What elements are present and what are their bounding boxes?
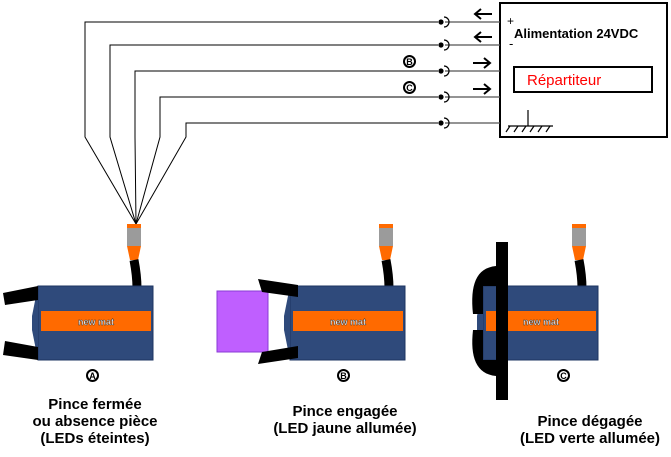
connector-top <box>572 224 586 228</box>
gripper-sensor-a: new mat <box>3 224 154 361</box>
arrow-left-head <box>473 8 482 20</box>
terminal-dot-2 <box>438 68 444 74</box>
wire-3 <box>135 96 438 225</box>
state-c-line-1: Pince dégagée <box>537 413 643 430</box>
sensor-band <box>293 311 403 331</box>
wire-1 <box>109 44 438 225</box>
arrow-left-head <box>473 31 482 43</box>
state-a-line-1: Pince fermée <box>48 396 142 413</box>
connector-body <box>127 228 141 246</box>
power-supply-title: Alimentation 24VDC <box>514 26 639 41</box>
distributor-label: Répartiteur <box>527 72 602 89</box>
state-marker-c: C <box>557 369 570 382</box>
connector-body <box>572 228 586 246</box>
gripper-sensor-c: new mat <box>472 224 599 400</box>
state-marker-b: B <box>337 369 350 382</box>
connector-top <box>379 224 393 228</box>
gripper-sensor-b: new mat <box>216 224 406 364</box>
arrow-right-head <box>483 57 492 69</box>
connector-nut <box>127 246 141 260</box>
jaw-lower <box>472 330 496 376</box>
plus-terminal-label: + <box>507 14 515 28</box>
brand-label: new mat <box>523 317 559 327</box>
wire-0 <box>84 21 438 225</box>
sensor-front <box>32 286 38 360</box>
state-a-caption: Pince fermée ou absence pièce (LEDs étei… <box>0 396 190 447</box>
terminal-socket-4 <box>443 117 450 129</box>
terminal-dot-3 <box>438 94 444 100</box>
sensor-front <box>284 286 290 360</box>
state-c-caption: Pince dégagée (LED verte allumée) <box>500 413 671 447</box>
terminal-socket-3 <box>443 91 450 103</box>
brand-label: new mat <box>78 317 114 327</box>
terminal-socket-1 <box>443 39 450 51</box>
minus-terminal-label: - <box>509 36 514 51</box>
wire-group <box>84 8 500 225</box>
jaw-lower <box>3 341 38 360</box>
terminal-socket-2 <box>443 65 450 77</box>
jaw-upper <box>3 286 38 305</box>
state-c-line-2: (LED verte allumée) <box>519 430 661 447</box>
connector-top <box>127 224 141 228</box>
connector-nut <box>379 246 393 260</box>
terminal-dot-1 <box>438 42 444 48</box>
state-marker-a: A <box>86 369 99 382</box>
wire-marker-b: B <box>403 55 416 68</box>
arrow-right-head <box>483 83 492 95</box>
ground-icon <box>505 110 553 133</box>
wire-2 <box>134 70 438 225</box>
wire-4 <box>135 122 438 225</box>
wire-marker-c: C <box>403 81 416 94</box>
terminal-socket-0 <box>443 16 450 28</box>
jaw-upper <box>258 279 298 297</box>
jaw-lower <box>258 346 298 364</box>
connector-body <box>379 228 393 246</box>
state-a-line-2: ou absence pièce <box>32 413 158 430</box>
part-plate <box>496 242 508 400</box>
sensor-band <box>41 311 151 331</box>
terminal-dot-0 <box>438 19 444 25</box>
connector-nut <box>572 246 586 260</box>
state-b-caption: Pince engagée (LED jaune allumée) <box>250 403 440 437</box>
state-a-line-3: (LEDs éteintes) <box>40 430 150 447</box>
distributor-box: Répartiteur <box>513 66 653 93</box>
sensor-group: new mat new mat new mat <box>3 224 599 400</box>
state-b-line-1: Pince engagée <box>292 403 398 420</box>
brand-label: new mat <box>330 317 366 327</box>
sensor-band <box>486 311 596 331</box>
state-b-line-2: (LED jaune allumée) <box>273 420 417 437</box>
terminal-dot-4 <box>438 120 444 126</box>
workpiece <box>216 290 269 353</box>
jaw-upper <box>472 266 496 314</box>
